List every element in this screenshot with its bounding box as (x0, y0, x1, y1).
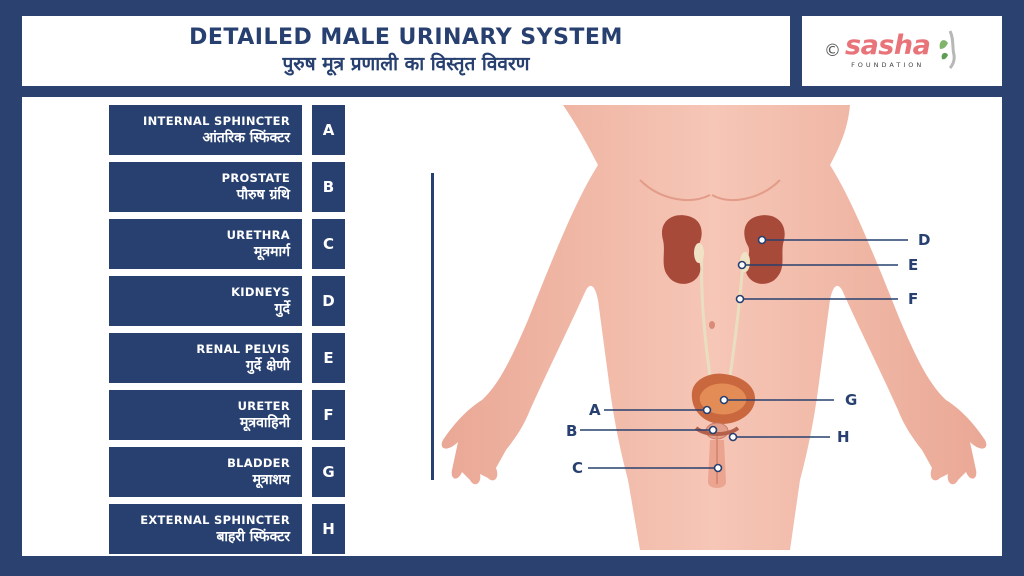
dot-f (735, 294, 745, 304)
legend-letter-box: D (312, 276, 345, 326)
leader-lines (580, 239, 908, 469)
callout-c: C (572, 459, 583, 477)
spine-leaf-icon (936, 29, 962, 73)
right-kidney (744, 215, 785, 284)
legend-label-english: URETHRA (226, 228, 290, 242)
legend-label-box: RENAL PELVIS गुर्दे क्षेणी (109, 333, 302, 383)
callout-d: D (918, 231, 930, 249)
legend-letter-box: E (312, 333, 345, 383)
legend-label-hindi: बाहरी स्फिंक्टर (216, 529, 290, 545)
legend-label-english: KIDNEYS (231, 285, 290, 299)
callout-g: G (845, 391, 857, 409)
legend-label-hindi: मूत्रवाहिनी (240, 415, 290, 431)
legend-label-hindi: मूत्राशय (252, 472, 290, 488)
dot-b (708, 425, 718, 435)
legend-label-english: BLADDER (227, 456, 290, 470)
dot-a (702, 405, 712, 415)
legend-label-english: URETER (237, 399, 290, 413)
legend-letter-box: C (312, 219, 345, 269)
legend-label-box: URETHRA मूत्रमार्ग (109, 219, 302, 269)
callout-f: F (908, 290, 918, 308)
legend-label-hindi: मूत्रमार्ग (254, 244, 290, 260)
legend-letter-box: A (312, 105, 345, 155)
legend-label-english: INTERNAL SPHINCTER (143, 114, 290, 128)
callout-e: E (908, 256, 918, 274)
dot-e (737, 260, 747, 270)
legend-label-english: EXTERNAL SPHINCTER (140, 513, 290, 527)
legend-label-hindi: गुर्दे (274, 301, 290, 317)
legend-label-box: PROSTATE पौरुष ग्रंथि (109, 162, 302, 212)
legend-label-hindi: आंतरिक स्फिंक्टर (202, 130, 290, 146)
legend-letter-box: G (312, 447, 345, 497)
logo-brand: sasha (845, 30, 931, 61)
body-silhouette (441, 105, 987, 550)
legend-letter-box: H (312, 504, 345, 554)
legend-label-box: URETER मूत्रवाहिनी (109, 390, 302, 440)
leader-dots (702, 235, 767, 473)
legend-label-box: INTERNAL SPHINCTER आंतरिक स्फिंक्टर (109, 105, 302, 155)
legend-label-english: PROSTATE (221, 171, 290, 185)
legend-letter-box: F (312, 390, 345, 440)
title-english: DETAILED MALE URINARY SYSTEM (189, 25, 623, 50)
legend-label-box: KIDNEYS गुर्दे (109, 276, 302, 326)
callout-a: A (589, 401, 601, 419)
legend-letter-box: B (312, 162, 345, 212)
callout-h: H (837, 428, 850, 446)
legend-label-hindi: गुर्दे क्षेणी (246, 358, 290, 374)
dot-g (719, 395, 729, 405)
title-hindi: पुरुष मूत्र प्रणाली का विस्तृत विवरण (282, 53, 530, 75)
title-banner: DETAILED MALE URINARY SYSTEM पुरुष मूत्र… (22, 16, 790, 86)
logo-wordmark: sasha FOUNDATION (845, 30, 931, 69)
legend-label-box: EXTERNAL SPHINCTER बाहरी स्फिंक्टर (109, 504, 302, 554)
callout-b: B (566, 422, 577, 440)
left-renal-pelvis (694, 243, 704, 263)
divider-line (431, 173, 434, 480)
dot-h (728, 432, 738, 442)
legend-label-english: RENAL PELVIS (196, 342, 290, 356)
legend-label-hindi: पौरुष ग्रंथि (236, 187, 290, 203)
logo-subtitle: FOUNDATION (851, 61, 925, 69)
dot-d (757, 235, 767, 245)
legend-label-box: BLADDER मूत्राशय (109, 447, 302, 497)
copyright-symbol: © (824, 41, 841, 61)
sasha-foundation-logo: © sasha FOUNDATION (802, 16, 1002, 86)
dot-c (713, 463, 723, 473)
left-kidney (661, 215, 702, 284)
